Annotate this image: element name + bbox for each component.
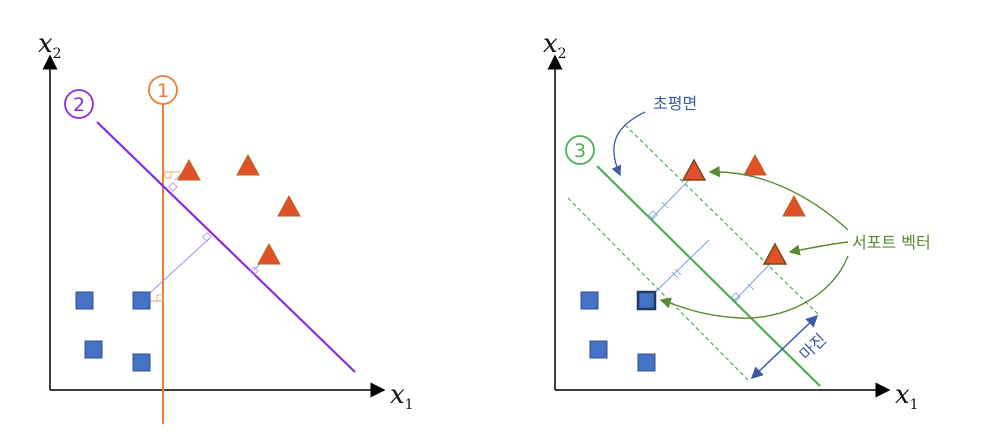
triangle-point bbox=[762, 242, 788, 265]
line-2-label-circle bbox=[64, 89, 94, 119]
distance-tick bbox=[671, 271, 679, 279]
line-3-label: 3 bbox=[574, 140, 586, 162]
right-angle-marker bbox=[648, 210, 658, 220]
distance-line bbox=[174, 173, 182, 181]
support-vector-arrow bbox=[708, 166, 849, 231]
hyperplane-pointer bbox=[611, 111, 646, 177]
right-y-axis-label: x2 bbox=[543, 29, 567, 62]
square-point bbox=[132, 353, 151, 372]
triangle-point bbox=[177, 158, 201, 181]
triangle-point bbox=[743, 153, 767, 176]
line-3-label-circle bbox=[565, 135, 595, 165]
triangle-point bbox=[257, 242, 281, 265]
line-1-label-circle bbox=[148, 75, 178, 105]
right-angle-marker bbox=[249, 266, 259, 276]
triangle-point bbox=[782, 194, 806, 217]
support-vector-label: 서포트 벡터 bbox=[852, 233, 931, 252]
line-3-hyperplane bbox=[596, 165, 821, 387]
support-vector-arrow bbox=[659, 255, 849, 319]
line-2 bbox=[96, 121, 356, 373]
triangle-point bbox=[681, 158, 707, 181]
distance-tick bbox=[674, 268, 682, 276]
square-point bbox=[589, 340, 608, 359]
right-x-axis-label: x1 bbox=[895, 380, 919, 413]
right-panel: x2 x1 3 마진 초평면 bbox=[543, 29, 931, 413]
left-y-axis-label: x2 bbox=[38, 29, 62, 62]
square-point bbox=[580, 291, 599, 310]
distance-line bbox=[650, 179, 690, 220]
hyperplane-label: 초평면 bbox=[653, 94, 697, 113]
distance-tick bbox=[747, 283, 755, 291]
right-angle-marker bbox=[156, 294, 164, 302]
line-2-label: 2 bbox=[73, 94, 85, 116]
right-angle-marker bbox=[164, 171, 172, 179]
square-point bbox=[636, 290, 657, 311]
triangle-point bbox=[236, 153, 260, 176]
square-point bbox=[132, 291, 151, 310]
square-point bbox=[84, 340, 103, 359]
right-angle-marker bbox=[202, 232, 212, 242]
margin-arrow bbox=[750, 314, 819, 380]
line-1-label: 1 bbox=[157, 80, 169, 102]
distance-tick bbox=[661, 201, 669, 209]
margin-label: 마진 bbox=[796, 330, 830, 364]
square-point bbox=[75, 291, 94, 310]
margin-boundary-upper bbox=[624, 124, 821, 317]
left-panel: x2 x1 1 2 bbox=[38, 29, 414, 424]
margin-boundary-lower bbox=[567, 197, 751, 383]
right-angle-marker bbox=[168, 182, 178, 192]
triangle-point bbox=[277, 194, 301, 217]
right-angle-marker bbox=[731, 292, 741, 302]
left-x-axis-label: x1 bbox=[390, 380, 414, 413]
distance-line bbox=[734, 261, 773, 301]
square-point bbox=[637, 353, 656, 372]
support-vector-arrow bbox=[788, 241, 849, 256]
distance-line bbox=[140, 237, 211, 302]
